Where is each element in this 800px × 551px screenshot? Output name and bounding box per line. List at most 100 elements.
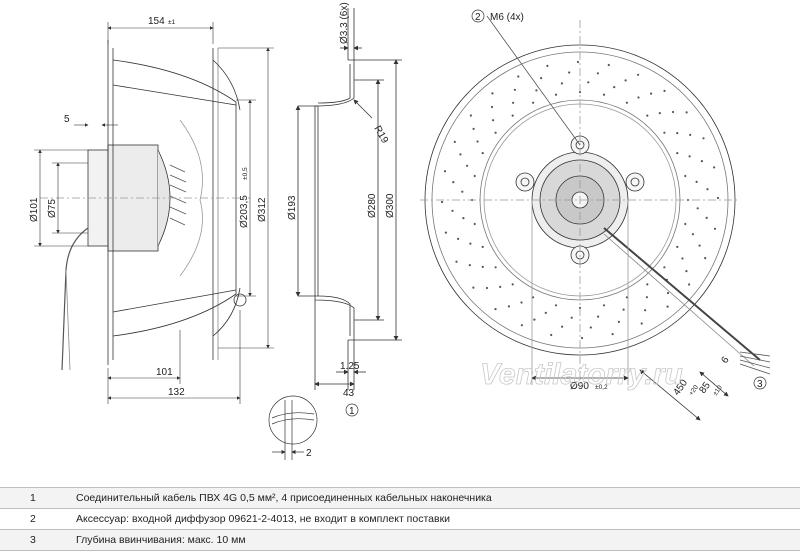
rivet-dot [444,231,447,234]
rivet-dot [706,188,709,191]
rivet-dot [704,257,707,260]
dim-203-dia: Ø203,5 [239,195,250,228]
rivet-dot [550,333,553,337]
dim-hub-dia: Ø90 [570,381,589,392]
legend-number: 3 [30,534,36,546]
rivet-dot [455,260,458,263]
rivet-dot [587,81,590,84]
rivet-dot [481,245,484,248]
rivet-dot [676,132,679,135]
rivet-dot [469,114,472,117]
cable-side [61,227,89,371]
rivet-dot [570,316,573,319]
rivet-dot [443,170,447,173]
side-dimensions [34,22,274,404]
rivet-dot [466,164,469,167]
rivet-dot [650,92,653,95]
rivet-dot [622,308,625,311]
rivet-dot [684,222,687,226]
rivet-dot [517,75,520,78]
rivet-dot [520,301,523,304]
rivet-dot [576,60,580,64]
rivet-dot [676,245,679,248]
rivet-dot [625,101,629,104]
rivet-dot [702,137,705,140]
rivet-dot [617,320,621,323]
rivet-dot [613,86,616,89]
rivet-dot [685,111,688,114]
rivet-dot [473,222,476,226]
cable-front [603,227,761,361]
svg-text:3: 3 [757,379,763,390]
dim-85-tol: ±10 [712,384,724,397]
rivet-dot [637,73,640,76]
rivet-dot [520,324,524,327]
rivet-dot [468,264,471,267]
rivet-dot [476,140,479,143]
rivet-dot [513,88,517,91]
dim-75-dia: Ø75 [47,199,58,218]
rivet-dot [494,131,497,134]
dim-280-dia: Ø280 [367,193,378,218]
blade-rivets [440,60,720,340]
legend-row: 1 Соединительный кабель ПВХ 4G 0,5 мм², … [0,487,800,508]
rivet-dot [481,152,484,155]
dim-detail-2: 2 [306,448,312,459]
dim-101-depth: 101 [156,367,173,378]
dim-101-dia: Ø101 [29,197,40,222]
dim-203-tol: ±0,5 [242,167,249,180]
svg-text:1: 1 [349,406,355,417]
rivet-dot [472,127,475,130]
dim-43: 43 [343,388,355,399]
rivet-dot [624,79,627,82]
rivet-dot [499,285,502,288]
rivet-dot [607,63,610,67]
callout-3 [753,376,767,390]
rivet-dot [561,325,564,328]
dim-5: 5 [64,114,70,125]
rivet-dot [645,296,649,299]
rivet-dot [492,119,495,122]
rivet-dot [532,296,535,299]
detail-view [268,395,318,460]
rivet-dot [535,89,538,92]
legend-number: 2 [30,513,36,525]
technical-drawing: 154 ±1 5 Ø101 Ø75 Ø203,5 ±0,5 Ø312 101 1… [29,2,771,460]
rivet-dot [511,283,514,286]
side-view [40,40,250,371]
rivet-dot [580,336,584,340]
dim-hub-tol: ±0,2 [595,384,608,391]
rivet-dot [663,131,666,134]
rivet-dot [457,237,460,240]
rivet-dot [511,101,515,104]
rivet-dot [597,315,600,318]
rivet-dot [461,190,464,193]
rivet-dot [544,311,547,314]
rivet-dot [700,160,704,163]
rivet-dot [453,140,456,143]
rivet-dot [451,209,454,212]
rivet-dot [658,112,661,115]
rivet-dot [462,217,465,220]
rivet-dot [490,105,494,109]
callout-1: 1 [345,403,359,417]
rivet-dot [685,270,688,273]
legend-row: 3 Глубина ввинчивания: макс. 10 мм [0,529,800,551]
rivet-dot [596,72,600,75]
legend-text: Аксессуар: входной диффузор 09621-2-4013… [76,513,451,525]
rivet-dot [681,257,684,260]
rivet-dot [691,233,695,236]
rivet-dot [676,152,679,155]
rivet-dot [640,322,643,325]
rivet-dot [689,133,692,136]
legend-text: Соединительный кабель ПВХ 4G 0,5 мм², 4 … [76,492,492,504]
rivet-dot [625,296,629,299]
rivet-dot [473,174,476,178]
rivet-dot [568,71,571,74]
rivet-dot [589,326,592,329]
rivet-dot [533,318,536,321]
rivet-dot [560,82,564,85]
dim-154: 154 [148,16,165,27]
rivet-dot [663,89,666,92]
rivet-dot [646,283,649,286]
